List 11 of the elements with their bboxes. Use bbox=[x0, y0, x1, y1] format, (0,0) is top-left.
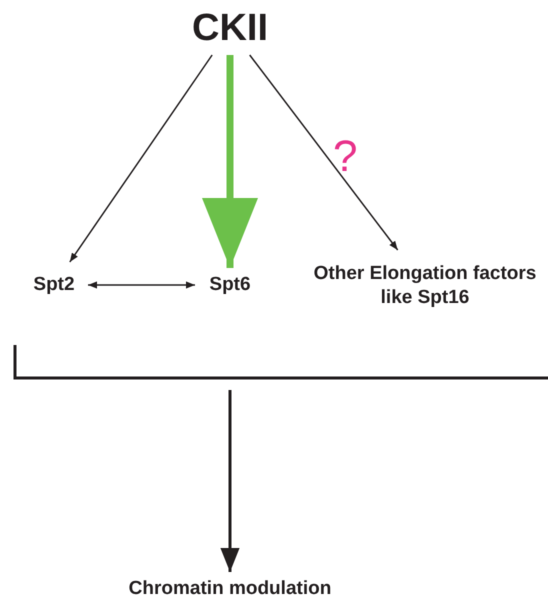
question-mark: ? bbox=[333, 132, 358, 182]
outcome-label: Chromatin modulation bbox=[128, 577, 332, 601]
protein-label: Spt2 bbox=[33, 273, 75, 297]
protein-label: Other Elongation factors like Spt16 bbox=[312, 262, 538, 310]
kinase-label: CKII bbox=[192, 6, 268, 52]
arrow bbox=[88, 281, 195, 289]
arrow bbox=[220, 390, 240, 572]
arrow bbox=[202, 55, 258, 268]
arrow bbox=[69, 54, 213, 262]
arrow bbox=[249, 54, 398, 250]
protein-label: Spt6 bbox=[209, 273, 251, 297]
